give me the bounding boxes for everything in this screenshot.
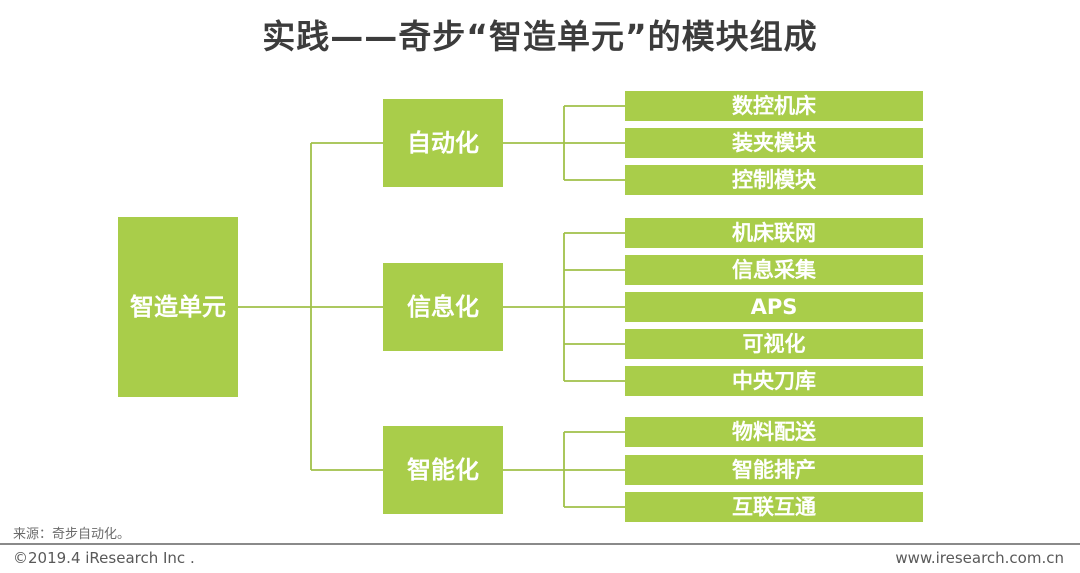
leaf-node: 装夹模块 [625, 128, 923, 158]
leaf-node: 物料配送 [625, 417, 923, 447]
leaf-node: 数控机床 [625, 91, 923, 121]
leaf-node: 信息采集 [625, 255, 923, 285]
copyright-text: ©2019.4 iResearch Inc . [13, 549, 195, 567]
leaf-node: 控制模块 [625, 165, 923, 195]
source-note: 来源：奇步自动化。 [13, 527, 131, 542]
page-title: 实践——奇步“智造单元”的模块组成 [262, 17, 818, 56]
branch-node-automation: 自动化 [383, 99, 503, 187]
leaf-node: 机床联网 [625, 218, 923, 248]
root-node-smart-unit: 智造单元 [118, 217, 238, 397]
leaf-node: APS [625, 292, 923, 322]
leaf-node: 智能排产 [625, 455, 923, 485]
leaf-node: 中央刀库 [625, 366, 923, 396]
leaf-node: 可视化 [625, 329, 923, 359]
branch-node-informatization: 信息化 [383, 263, 503, 351]
website-url: www.iresearch.com.cn [895, 549, 1064, 567]
leaf-node: 互联互通 [625, 492, 923, 522]
footer-divider [0, 543, 1080, 545]
branch-node-intelligence: 智能化 [383, 426, 503, 514]
